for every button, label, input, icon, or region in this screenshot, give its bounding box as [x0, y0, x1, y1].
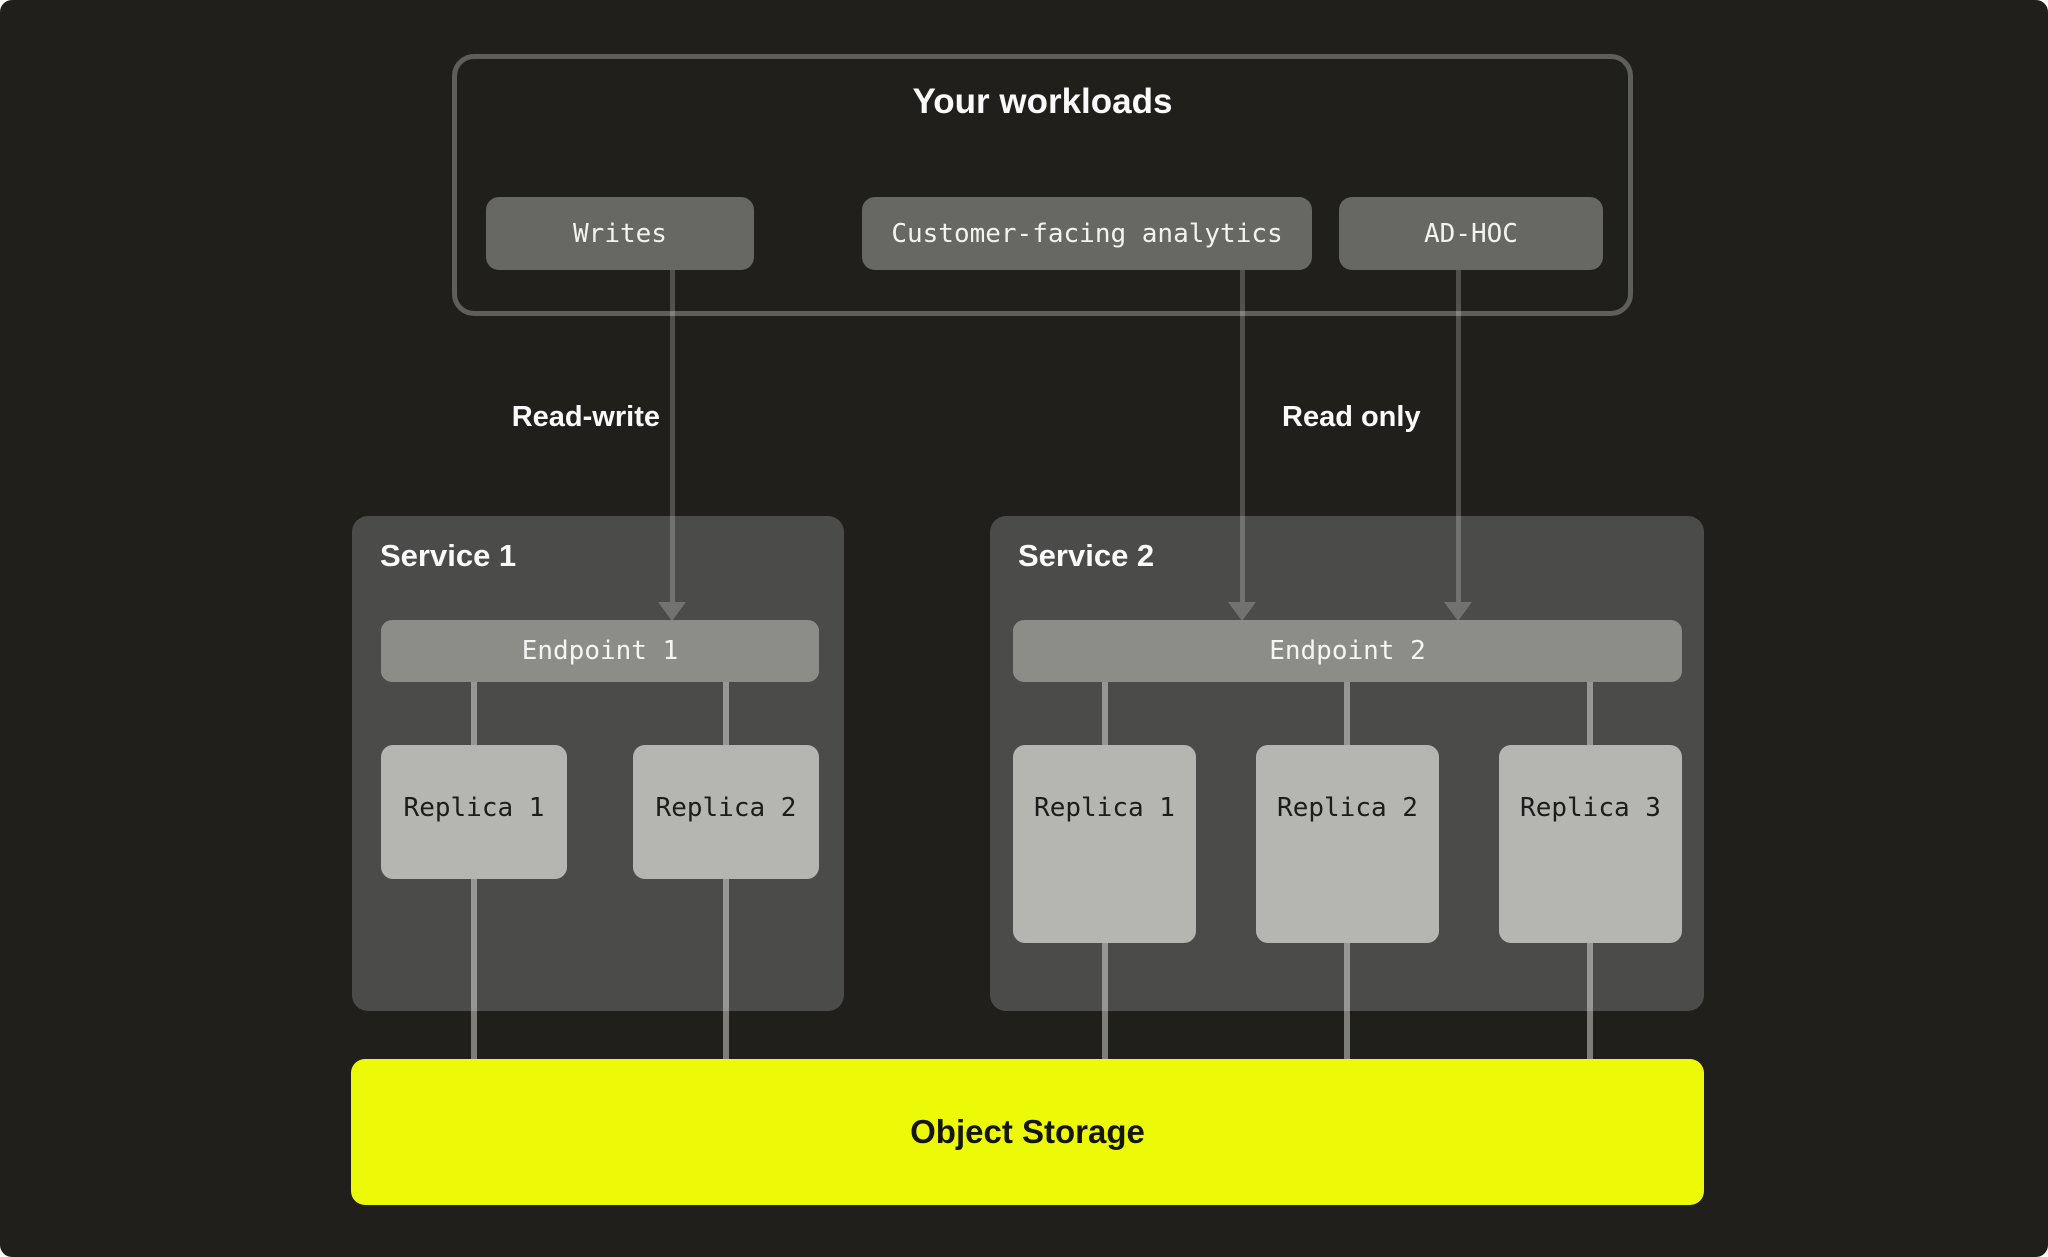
object-storage-bar: Object Storage: [351, 1059, 1704, 1205]
read-write-label: Read-write: [511, 401, 660, 433]
read-only-label: Read only: [1282, 401, 1421, 433]
arrow-line: [1240, 270, 1245, 602]
endpoint-2-bar: Endpoint 2: [1013, 620, 1682, 682]
service-2-replica-2: Replica 2: [1256, 745, 1439, 943]
workloads-title: Your workloads: [912, 82, 1173, 121]
arrow-down-icon: [658, 602, 686, 621]
workload-chip-writes: Writes: [486, 197, 754, 270]
workload-chip-customer-facing-analytics: Customer-facing analytics: [862, 197, 1312, 270]
service-1-title: Service 1: [380, 538, 517, 573]
arrow-line: [670, 270, 675, 602]
arrow-line: [1456, 270, 1461, 602]
arrow-down-icon: [1228, 602, 1256, 621]
service-2-replica-3: Replica 3: [1499, 745, 1682, 943]
arrow-down-icon: [1444, 602, 1472, 621]
workload-chip-ad-hoc: AD-HOC: [1339, 197, 1603, 270]
workloads-group-box: [452, 54, 1633, 316]
endpoint-1-bar: Endpoint 1: [381, 620, 819, 682]
service-1-replica-2: Replica 2: [633, 745, 819, 879]
service-1-replica-1: Replica 1: [381, 745, 567, 879]
service-2-replica-1: Replica 1: [1013, 745, 1196, 943]
service-2-title: Service 2: [1018, 538, 1155, 573]
